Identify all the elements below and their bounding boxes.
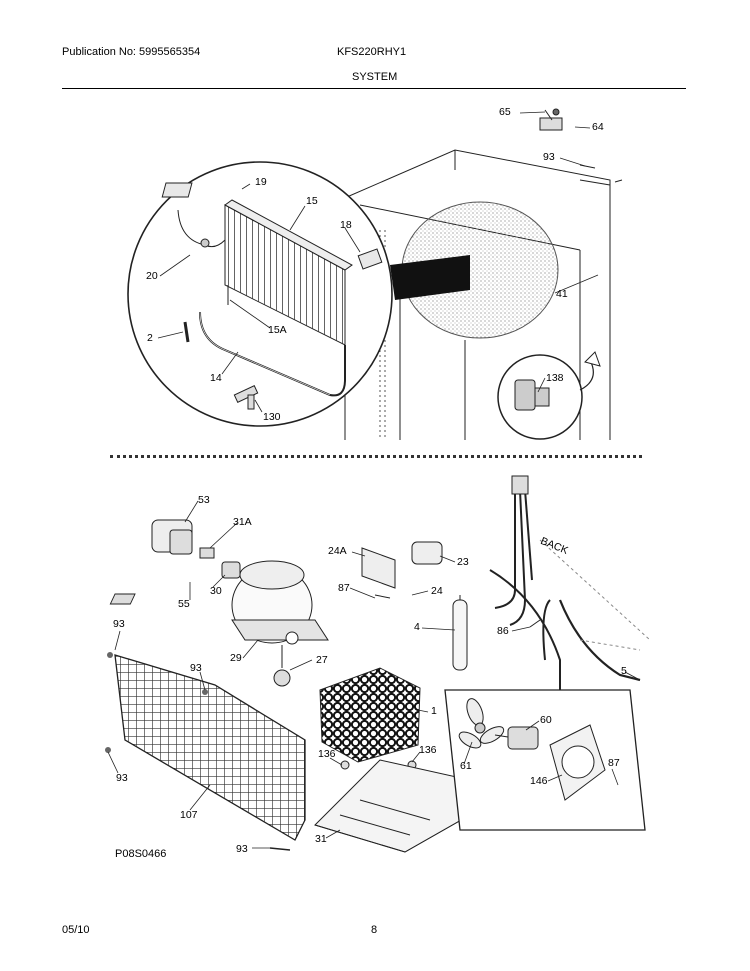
clip-2 — [183, 321, 190, 343]
callout-20: 20 — [146, 270, 158, 282]
grommet-27 — [273, 669, 291, 687]
footer-date: 05/10 — [62, 924, 90, 936]
callout-130: 130 — [263, 411, 281, 423]
part-31A — [199, 547, 215, 559]
part-23 — [411, 541, 443, 565]
grommet-136a — [340, 760, 350, 770]
callout-41: 41 — [556, 288, 568, 300]
callout-31A: 31A — [233, 516, 252, 528]
publication-number: Publication No: 5995565354 — [62, 46, 201, 58]
callout-53: 53 — [198, 494, 210, 506]
grille-107 — [114, 654, 306, 841]
header-rule — [62, 88, 686, 89]
callout-65: 65 — [499, 106, 511, 118]
part-138-sketch — [514, 379, 550, 411]
part-64-bracket — [539, 108, 563, 131]
callout-64: 64 — [592, 121, 604, 133]
section-title: SYSTEM — [352, 71, 398, 83]
callout-15: 15 — [306, 195, 318, 207]
evaporator-cover-shadow — [390, 255, 470, 300]
compressor-29 — [231, 560, 329, 645]
overload-30 — [221, 561, 241, 579]
section-divider — [110, 455, 642, 458]
base-pan-31 — [314, 759, 471, 853]
callout-30: 30 — [210, 585, 222, 597]
callout-136-right: 136 — [419, 744, 437, 756]
page-number: 8 — [371, 924, 378, 936]
callout-93-grille: 93 — [190, 662, 202, 674]
evaporator-15 — [224, 199, 353, 346]
callout-107: 107 — [180, 809, 198, 821]
callout-136-left: 136 — [318, 748, 336, 760]
condenser-1 — [319, 667, 421, 763]
power-cord-5 — [558, 599, 641, 682]
part-18-pad — [357, 248, 383, 270]
callout-60: 60 — [540, 714, 552, 726]
callout-24: 24 — [431, 585, 443, 597]
bracket-top — [511, 475, 529, 495]
callout-61: 61 — [460, 760, 472, 772]
tubing-bundle — [489, 489, 561, 700]
callout-4: 4 — [414, 621, 420, 633]
fan-shroud-146 — [549, 724, 606, 801]
figure-id: P08S0466 — [115, 848, 167, 860]
fan-inset-box — [444, 689, 646, 831]
callout-55: 55 — [178, 598, 190, 610]
callout-93: 93 — [543, 151, 555, 163]
part-130 — [233, 385, 259, 410]
fan-motor-60 — [494, 726, 539, 750]
callout-24A: 24A — [328, 545, 347, 557]
callout-93-left-bottom: 93 — [116, 772, 128, 784]
part-24A — [361, 547, 396, 589]
callout-93-bottom: 93 — [236, 843, 248, 855]
part-24 — [109, 593, 136, 605]
fan-blade-61 — [458, 698, 505, 749]
callout-31: 31 — [315, 833, 327, 845]
callout-87-upper: 87 — [338, 582, 350, 594]
callout-5: 5 — [621, 665, 627, 677]
model-number: KFS220RHY1 — [337, 46, 407, 58]
callout-86: 86 — [497, 625, 509, 637]
callout-14: 14 — [210, 372, 222, 384]
callout-19: 19 — [255, 176, 267, 188]
relay-53 — [151, 519, 193, 555]
callout-87-lower: 87 — [608, 757, 620, 769]
callout-15A: 15A — [268, 324, 287, 336]
callout-138: 138 — [546, 372, 564, 384]
callout-93-left-top: 93 — [113, 618, 125, 630]
callout-2: 2 — [147, 332, 153, 344]
callout-1: 1 — [431, 705, 437, 717]
callout-18: 18 — [340, 219, 352, 231]
part-19-pad — [161, 182, 193, 198]
callout-27: 27 — [316, 654, 328, 666]
callout-23: 23 — [457, 556, 469, 568]
callout-29: 29 — [230, 652, 242, 664]
drier-4 — [452, 595, 468, 671]
callout-146: 146 — [530, 775, 548, 787]
